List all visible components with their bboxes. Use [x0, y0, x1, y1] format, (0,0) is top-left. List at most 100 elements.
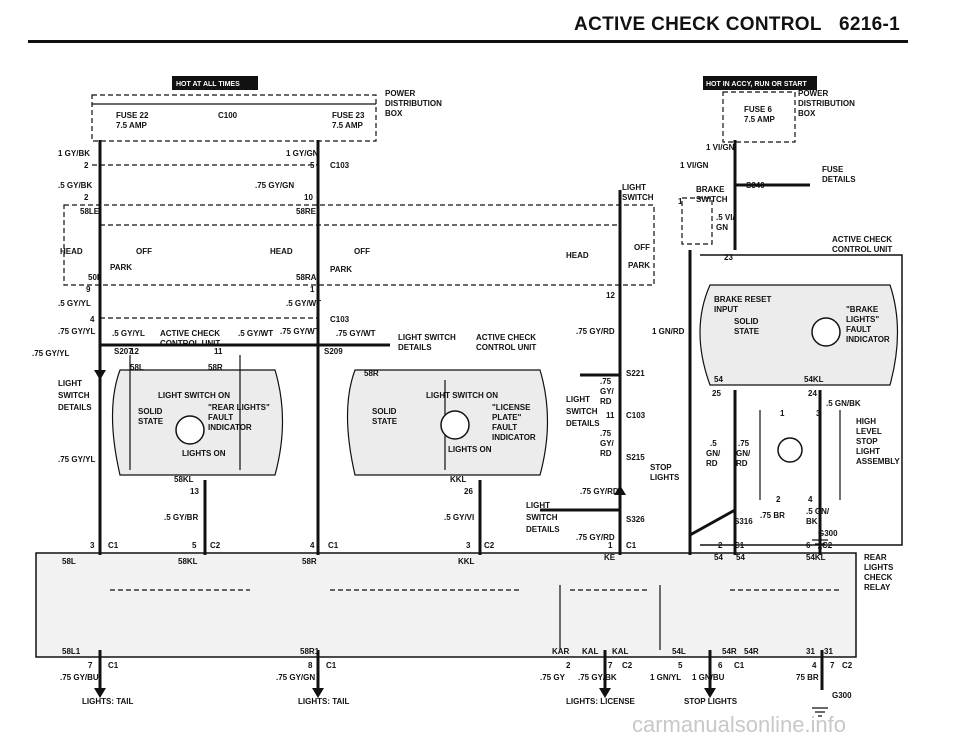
label-lights-license: LIGHTS: LICENSE — [566, 697, 636, 706]
page-number: 6216-1 — [839, 14, 900, 35]
label-brake-sw-2: SWITCH — [696, 195, 728, 204]
label-light-switch-2: SWITCH — [622, 193, 654, 202]
label-t50l: 50L — [88, 273, 102, 282]
label-stop-2: LIGHTS — [650, 473, 680, 482]
label-ls-on-1: LIGHT SWITCH ON — [158, 391, 230, 400]
label-fuse6: FUSE 6 — [744, 105, 773, 114]
label-w-75gybk: .75 GY/BK — [578, 673, 617, 682]
label-pin2b: 2 — [84, 193, 89, 202]
label-w-75gyrd-b1: .75 — [600, 429, 612, 438]
label-s221: S221 — [626, 369, 645, 378]
hot-accy-banner — [703, 76, 817, 90]
label-w-75gyrd-b2: GY/ — [600, 439, 615, 448]
label-rear-relay-2: LIGHTS — [864, 563, 894, 572]
label-w-5gnbk: .5 GN/BK — [826, 399, 861, 408]
label-c100: C100 — [218, 111, 238, 120]
label-t58r2: 58R — [364, 369, 379, 378]
label-pin3c: 3 — [816, 409, 821, 418]
label-pin2e: 2 — [718, 541, 723, 550]
label-pin11: 11 — [214, 347, 223, 356]
label-brake-reset-2: INPUT — [714, 305, 738, 314]
label-lights-on-m: LIGHTS ON — [448, 445, 492, 454]
control-unit-right-panel — [699, 284, 899, 386]
label-pin7: 7 — [88, 661, 93, 670]
label-pin5c: 5 — [678, 661, 683, 670]
label-w-75gyrd-c: .75 GY/RD — [580, 487, 619, 496]
label-c103-a: C103 — [330, 161, 350, 170]
label-g300b: G300 — [832, 691, 852, 700]
label-w-5gywt-b: .5 GY/WT — [238, 329, 273, 338]
brake-switch-box — [681, 197, 713, 245]
label-light-sw-r2: SWITCH — [566, 407, 598, 416]
label-pin2f: 2 — [566, 661, 571, 670]
label-high-1: HIGH — [856, 417, 876, 426]
label-pin8: 8 — [308, 661, 313, 670]
label-pin2a: 2 — [84, 161, 89, 170]
label-power-dist-2: DISTRIBUTION — [385, 99, 442, 108]
label-pin26: 26 — [464, 487, 473, 496]
label-pin11b: 11 — [606, 411, 615, 420]
thin-wires — [129, 355, 841, 650]
label-w-5gyvi: .5 GY/VI — [444, 513, 474, 522]
label-pin3: 3 — [90, 541, 95, 550]
label-c2-b: C2 — [484, 541, 495, 550]
label-c2-a: C2 — [210, 541, 221, 550]
label-high-2: LEVEL — [856, 427, 882, 436]
page-title: ACTIVE CHECK CONTROL — [574, 14, 822, 35]
indicator-lamps — [175, 317, 841, 463]
label-pin3b: 3 — [466, 541, 471, 550]
label-solid-l: SOLID — [138, 407, 163, 416]
label-off-l: OFF — [136, 247, 152, 256]
label-w-1vign-b: 1 VI/GN — [680, 161, 709, 170]
label-t54kl-b: 54KL — [806, 553, 826, 562]
label-c1-f: C1 — [326, 661, 337, 670]
label-w-75gnrd-6: RD — [736, 459, 748, 468]
label-lights-tail-l: LIGHTS: TAIL — [82, 697, 134, 706]
label-solid-m: SOLID — [372, 407, 397, 416]
label-fuse22-amp: 7.5 AMP — [116, 121, 147, 130]
label-w-75gywt-b: .75 GY/WT — [336, 329, 376, 338]
label-state-m: STATE — [372, 417, 398, 426]
label-pin4: 4 — [90, 315, 95, 324]
label-w-75gyyl-c: .75 GY/YL — [58, 455, 95, 464]
label-s215: S215 — [626, 453, 645, 462]
label-brake-reset-1: BRAKE RESET — [714, 295, 771, 304]
label-w-5gyyl-b: .5 GY/YL — [112, 329, 145, 338]
label-t58l1: 58L1 — [62, 647, 81, 656]
label-w-5gyyl: .5 GY/YL — [58, 299, 91, 308]
label-ls-on-2: LIGHT SWITCH ON — [426, 391, 498, 400]
power-dist-box-left — [91, 94, 377, 142]
label-c2-g: C2 — [842, 661, 853, 670]
label-t58re: 58RE — [296, 207, 317, 216]
label-w-75br-b: 75 BR — [796, 673, 819, 682]
label-lic-4: INDICATOR — [492, 433, 536, 442]
active-check-unit-outline — [700, 254, 903, 546]
label-brake-lights-4: INDICATOR — [846, 335, 890, 344]
label-w-5vign-1: .5 VI/ — [716, 213, 735, 222]
label-t58kl: 58KL — [174, 475, 194, 484]
label-light-sw-b1: LIGHT — [526, 501, 550, 510]
label-t58kl-b: 58KL — [178, 557, 198, 566]
label-power-dist-1: POWER — [385, 89, 415, 98]
label-fuse23-amp: 7.5 AMP — [332, 121, 363, 130]
label-fuse-details-1: FUSE — [822, 165, 844, 174]
label-light-sw-det-1: LIGHT — [58, 379, 82, 388]
label-w-75gygn-b: .75 GY/GN — [276, 673, 315, 682]
label-s326: S326 — [626, 515, 645, 524]
label-power-dist-3: BOX — [385, 109, 403, 118]
label-c1-a: C1 — [108, 541, 119, 550]
label-pin6c: 6 — [718, 661, 723, 670]
hot-all-banner — [172, 76, 258, 90]
label-w-1gybk: 1 GY/BK — [58, 149, 90, 158]
label-w-5gybr: .5 GY/BR — [164, 513, 198, 522]
label-t-kar: KAR — [552, 647, 570, 656]
label-t54: 54 — [714, 375, 723, 384]
label-w-75gnrd-2: GN/ — [706, 449, 721, 458]
label-off-m: OFF — [354, 247, 370, 256]
label-power-dist-1: POWER — [798, 89, 828, 98]
label-rear-2: FAULT — [208, 413, 233, 422]
label-t58r1: 58R1 — [300, 647, 320, 656]
label-t-kkl-b: KKL — [458, 557, 475, 566]
label-w-5gywt: .5 GY/WT — [286, 299, 321, 308]
label-w-75gyrd-d: .75 GY/RD — [576, 533, 615, 542]
